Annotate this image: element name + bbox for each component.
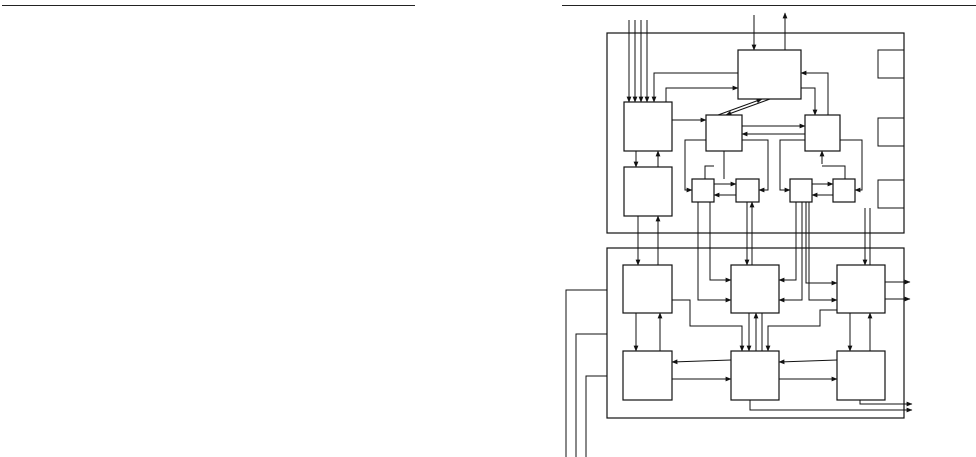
block-d1 — [691, 178, 715, 203]
connection-line — [575, 333, 607, 457]
connection-line — [822, 165, 846, 179]
connection-line — [800, 70, 829, 115]
page-rule-left — [2, 5, 415, 6]
connection-line — [749, 400, 913, 413]
block-e3 — [836, 264, 886, 314]
connection-line — [877, 49, 904, 79]
connection-line — [742, 139, 769, 193]
block-b1 — [623, 101, 673, 152]
connection-line — [779, 139, 805, 193]
connection-line — [684, 139, 706, 193]
block-c2 — [804, 114, 841, 152]
connection-line — [565, 289, 607, 457]
connection-line — [778, 359, 838, 365]
connection-line — [808, 202, 838, 303]
connection-line — [717, 98, 763, 116]
block-e2 — [730, 264, 780, 314]
connection-line — [859, 400, 913, 407]
block-d2 — [735, 178, 760, 203]
connection-line — [801, 87, 818, 116]
block-d4 — [832, 178, 856, 203]
connection-line — [709, 202, 732, 283]
connection-line — [877, 117, 904, 147]
block-c1 — [705, 114, 743, 152]
connection-line — [665, 85, 739, 102]
block-b2 — [623, 166, 673, 217]
block-a1 — [737, 49, 802, 100]
connection-line — [704, 165, 714, 179]
connection-line — [651, 72, 738, 103]
connection-line — [672, 299, 745, 352]
page-rule-right — [562, 5, 976, 6]
connection-line — [805, 202, 838, 286]
block-f1 — [622, 350, 673, 401]
connection-line — [778, 202, 803, 303]
connection-line — [778, 202, 797, 283]
connection-line — [725, 98, 771, 116]
block-f2 — [730, 350, 780, 401]
block-d3 — [789, 178, 813, 203]
connection-line — [765, 309, 837, 352]
connection-line — [585, 375, 607, 457]
block-f3 — [836, 350, 886, 401]
block-e1 — [622, 264, 673, 314]
connection-line — [840, 139, 863, 193]
connection-line — [697, 202, 732, 303]
connection-line — [877, 179, 904, 209]
connection-line — [671, 359, 732, 365]
